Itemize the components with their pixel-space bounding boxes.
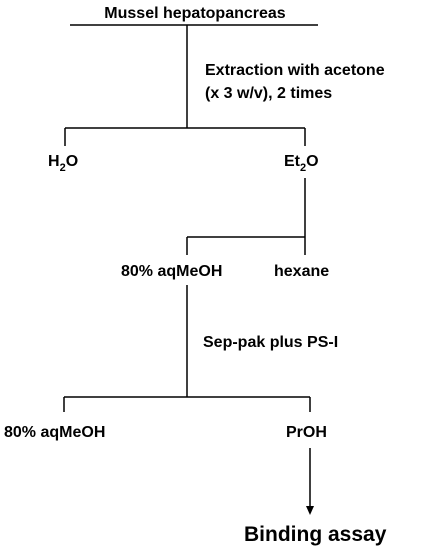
final-propanol-fraction-label: PrOH (286, 424, 327, 441)
ether-phase-label: Et2O (284, 153, 319, 174)
extraction-step-line2: (x 3 w/v), 2 times (205, 85, 332, 102)
seppak-step-label: Sep-pak plus PS-I (203, 334, 338, 351)
binding-assay-label: Binding assay (244, 523, 387, 546)
aqueous-phase-label: H2O (48, 153, 78, 174)
assay-arrow-head (306, 506, 314, 515)
partition-hexane-label: hexane (274, 263, 329, 280)
source-label: Mussel hepatopancreas (104, 5, 286, 22)
extraction-step-line1: Extraction with acetone (205, 62, 385, 79)
final-methanol-fraction-label: 80% aqMeOH (4, 424, 105, 441)
partition-methanol-label: 80% aqMeOH (121, 263, 222, 280)
